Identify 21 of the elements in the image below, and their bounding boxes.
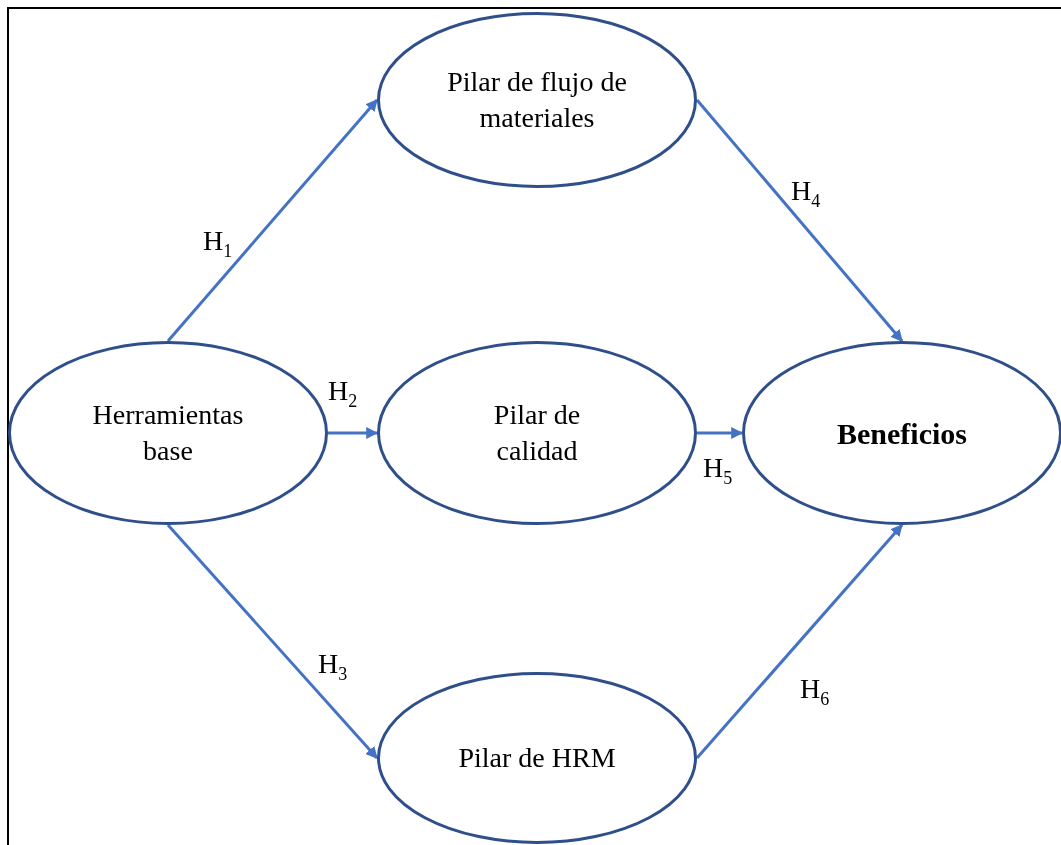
edge-label: H$_{5}$ — [703, 452, 733, 489]
arrow — [166, 99, 379, 342]
arrow — [695, 524, 904, 759]
node-label: Pilar de flujo de materiales — [446, 64, 628, 135]
node-label: Pilar de calidad — [492, 397, 582, 468]
node-label: Herramientas base — [91, 397, 245, 468]
edge-label: H$_{4}$ — [791, 175, 821, 212]
edge-label: H$_{1}$ — [203, 225, 233, 262]
node-label: Beneficios — [836, 415, 968, 452]
arrow — [328, 427, 379, 439]
ellipse-node — [8, 341, 328, 525]
arrow — [697, 427, 744, 439]
ellipse-node — [377, 12, 697, 188]
ellipse-node — [377, 341, 697, 525]
edge-label: H$_{6}$ — [800, 673, 830, 710]
edge-label: H$_{2}$ — [328, 375, 358, 412]
node-label: Pilar de HRM — [457, 740, 617, 775]
ellipse-node — [377, 672, 697, 844]
edge-label: H$_{3}$ — [318, 648, 348, 685]
arrow — [166, 524, 379, 759]
arrow — [695, 99, 904, 342]
